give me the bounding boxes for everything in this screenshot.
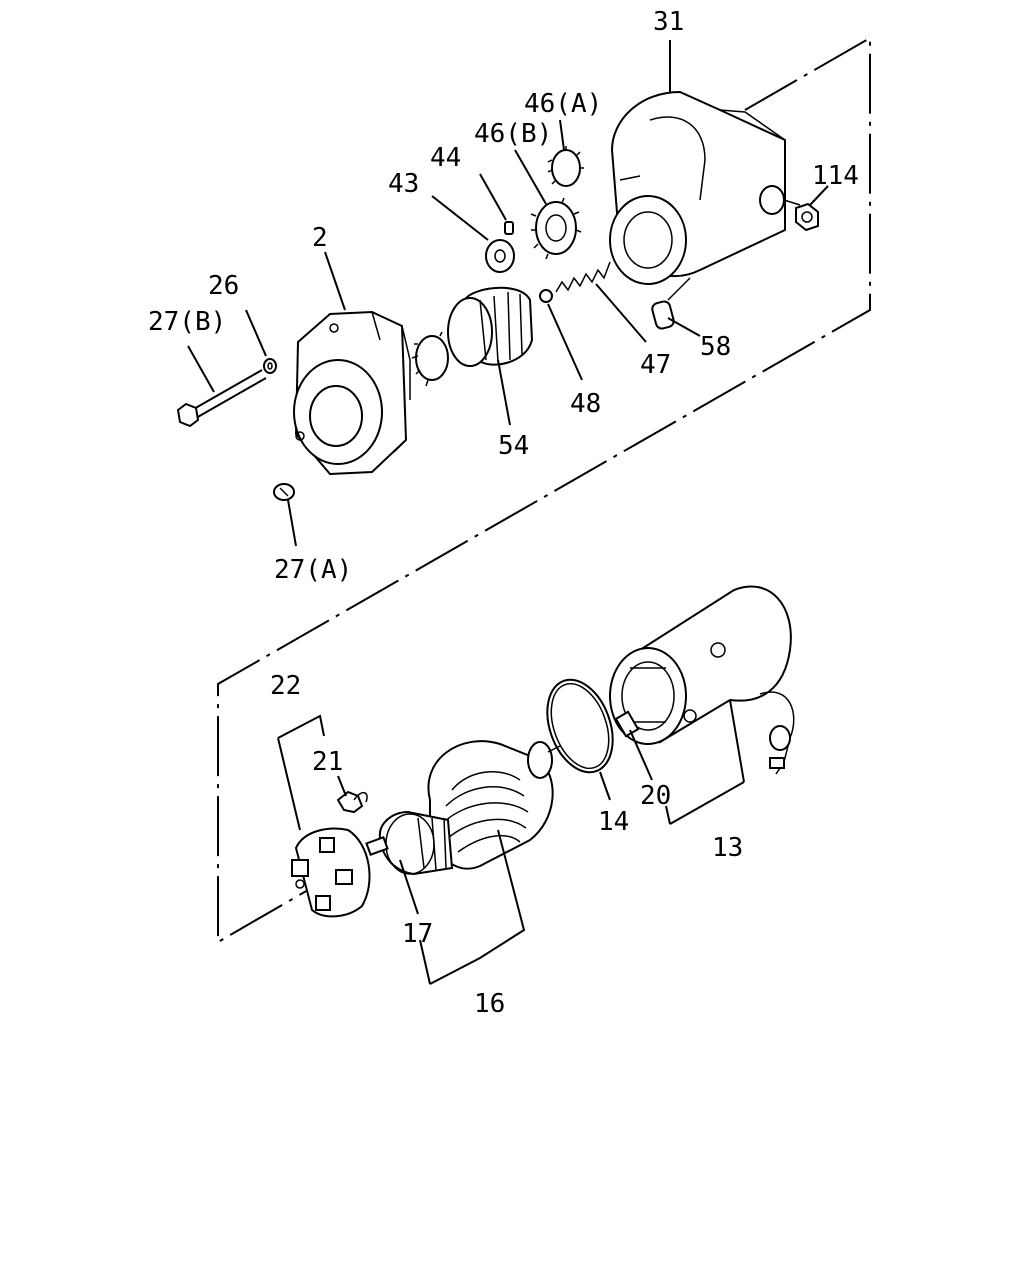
clutch-part-54 xyxy=(411,286,534,426)
yoke-part-13 xyxy=(609,585,795,825)
label-2: 2 xyxy=(312,223,328,253)
label-44: 44 xyxy=(430,143,461,173)
label-48: 48 xyxy=(570,389,601,419)
label-27b: 27(B) xyxy=(148,307,226,337)
label-27a: 27(A) xyxy=(274,555,352,585)
label-46a: 46(A) xyxy=(524,89,602,119)
nut-part-114 xyxy=(795,185,829,232)
label-114: 114 xyxy=(812,161,859,191)
assembly-frame xyxy=(217,36,871,944)
label-22: 22 xyxy=(270,671,301,701)
label-31: 31 xyxy=(653,7,684,37)
gear-part-46a xyxy=(547,119,584,187)
label-43: 43 xyxy=(388,169,419,199)
label-14: 14 xyxy=(598,807,629,837)
washer-part-26 xyxy=(245,309,277,374)
front-housing-part-31 xyxy=(609,90,801,285)
label-26: 26 xyxy=(208,271,239,301)
pin-part-44 xyxy=(479,173,514,235)
brush-holder-part-22 xyxy=(277,714,371,918)
label-47: 47 xyxy=(640,350,671,380)
label-16: 16 xyxy=(474,989,505,1019)
gear-part-46b xyxy=(514,149,582,260)
label-20: 20 xyxy=(640,781,671,811)
screw-part-27a xyxy=(273,483,297,547)
brush-spring-part-21 xyxy=(336,775,368,814)
bolt-part-27b xyxy=(176,345,267,428)
label-58: 58 xyxy=(700,332,731,362)
label-21: 21 xyxy=(312,747,343,777)
commutator-part-17 xyxy=(399,859,419,915)
spring-part-47 xyxy=(555,261,647,343)
label-13: 13 xyxy=(712,833,743,863)
pad-part-20 xyxy=(614,710,653,781)
plug-part-58 xyxy=(651,277,701,337)
collar-part-43 xyxy=(431,195,515,273)
ball-part-48 xyxy=(539,289,583,381)
oring-part-14 xyxy=(546,678,614,801)
label-46b: 46(B) xyxy=(474,119,552,149)
armature-part-16 xyxy=(365,740,561,985)
label-17: 17 xyxy=(402,919,433,949)
label-54: 54 xyxy=(498,431,529,461)
housing-part-2 xyxy=(293,251,411,476)
